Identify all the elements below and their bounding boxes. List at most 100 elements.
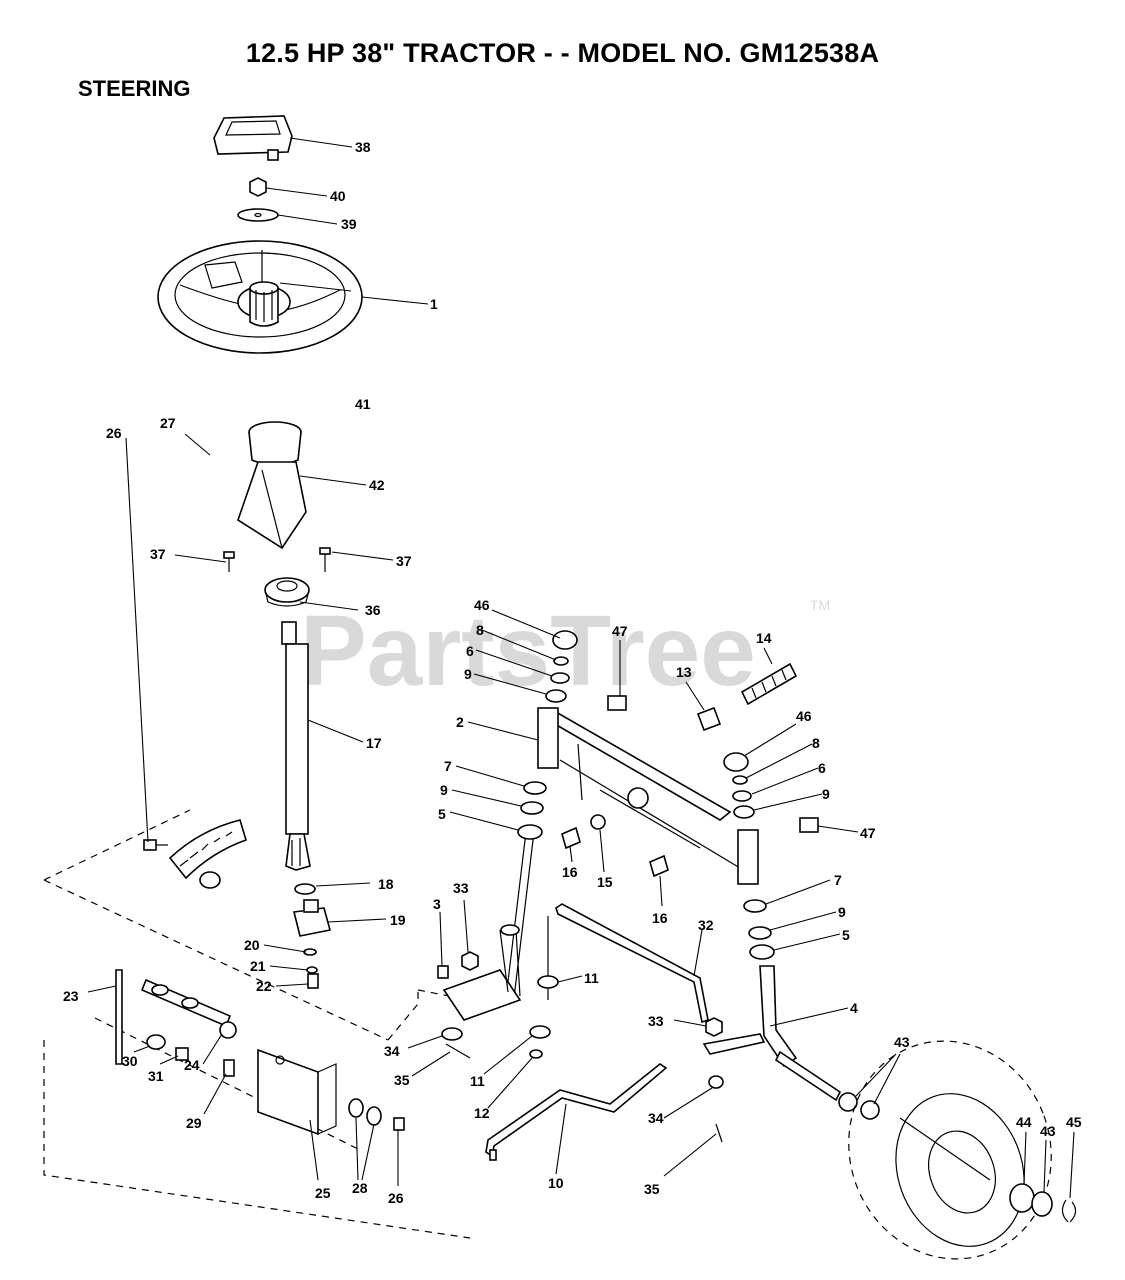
part-47-fitting-b[interactable] bbox=[799, 817, 819, 833]
part-42-steering-housing[interactable] bbox=[237, 421, 307, 550]
part-7-washer-left[interactable] bbox=[523, 781, 547, 795]
part-19-pinion-gear[interactable] bbox=[293, 899, 331, 937]
part-2-spindle-left[interactable] bbox=[505, 707, 559, 999]
callout-3: 3 bbox=[433, 896, 441, 912]
part-46-cap-left[interactable] bbox=[552, 630, 578, 650]
part-5-bushing-right[interactable] bbox=[749, 944, 775, 960]
part-3-axle-bracket[interactable] bbox=[437, 924, 522, 1021]
part-4-spindle-right[interactable] bbox=[737, 829, 842, 1102]
part-40-nut[interactable] bbox=[249, 177, 267, 197]
part-16-bushing-b[interactable] bbox=[649, 854, 669, 878]
part-35-pin-b[interactable] bbox=[715, 1123, 723, 1143]
part-34-washer-a[interactable] bbox=[441, 1027, 463, 1041]
part-16-bushing-a[interactable] bbox=[561, 826, 581, 850]
callout-25: 25 bbox=[315, 1185, 331, 1201]
part-46-cap-right[interactable] bbox=[723, 752, 749, 772]
watermark-trademark: TM bbox=[810, 597, 830, 613]
part-6-washer-right[interactable] bbox=[732, 790, 752, 802]
axle-pin[interactable] bbox=[577, 743, 583, 801]
axle-pivot[interactable] bbox=[627, 787, 649, 809]
part-38-steering-cap[interactable] bbox=[213, 115, 293, 161]
part-27-steering-gear[interactable] bbox=[168, 819, 247, 889]
part-8-ring-left[interactable] bbox=[553, 656, 569, 666]
part-36-bushing[interactable] bbox=[264, 577, 310, 607]
part-9-washer-left-b[interactable] bbox=[520, 801, 544, 815]
callout-9-right-b: 9 bbox=[838, 904, 846, 920]
callout-23: 23 bbox=[63, 988, 79, 1004]
part-13-spacer[interactable] bbox=[696, 706, 722, 732]
callout-17: 17 bbox=[366, 735, 382, 751]
part-14-bolt[interactable] bbox=[740, 662, 798, 706]
part-39-washer[interactable] bbox=[237, 208, 279, 222]
part-47-fitting-a[interactable] bbox=[607, 695, 627, 711]
callout-1: 1 bbox=[430, 296, 438, 312]
callout-7-right: 7 bbox=[834, 872, 842, 888]
part-30-washer[interactable] bbox=[146, 1034, 166, 1050]
steering-arm-right[interactable] bbox=[702, 1033, 766, 1055]
part-10-tie-rod[interactable] bbox=[485, 1063, 668, 1161]
callout-16-left: 16 bbox=[562, 864, 578, 880]
callout-29: 29 bbox=[186, 1115, 202, 1131]
part-18-washer[interactable] bbox=[294, 883, 316, 895]
part-22-bolt[interactable] bbox=[307, 973, 319, 989]
callout-6-right: 6 bbox=[818, 760, 826, 776]
callout-27: 27 bbox=[160, 415, 176, 431]
part-9-washer-left-a[interactable] bbox=[545, 689, 567, 703]
part-41-steering-adapter[interactable] bbox=[249, 281, 279, 327]
part-6-washer-left[interactable] bbox=[550, 672, 570, 684]
callout-47-left: 47 bbox=[612, 623, 628, 639]
part-26-bolt[interactable] bbox=[143, 839, 168, 851]
callout-13: 13 bbox=[676, 664, 692, 680]
callout-44: 44 bbox=[1016, 1114, 1032, 1130]
part-34-washer-b[interactable] bbox=[708, 1075, 724, 1089]
part-29-bolt[interactable] bbox=[223, 1059, 235, 1077]
part-9-washer-right-b[interactable] bbox=[748, 926, 772, 940]
callout-37-right: 37 bbox=[396, 553, 412, 569]
part-45-retaining-ring[interactable] bbox=[1061, 1199, 1077, 1223]
part-11-washer-a[interactable] bbox=[537, 975, 559, 989]
part-23-steering-shaft-lower[interactable] bbox=[115, 969, 232, 1065]
callout-labels: 38 40 39 1 41 42 37 37 36 17 27 26 18 19… bbox=[63, 139, 1082, 1206]
callout-36: 36 bbox=[365, 602, 381, 618]
part-43-washer-a[interactable] bbox=[838, 1092, 858, 1112]
part-44-washer[interactable] bbox=[1009, 1183, 1035, 1213]
callout-10: 10 bbox=[548, 1175, 564, 1191]
section-heading: STEERING bbox=[78, 76, 191, 101]
part-11-washer-b[interactable] bbox=[529, 1025, 551, 1039]
part-24-bushing[interactable] bbox=[219, 1021, 237, 1039]
part-28-washers[interactable] bbox=[348, 1098, 382, 1126]
part-8-ring-right[interactable] bbox=[732, 775, 748, 785]
part-25-bracket[interactable] bbox=[257, 1048, 337, 1136]
part-35-pin-a[interactable] bbox=[445, 1043, 471, 1059]
callout-31: 31 bbox=[148, 1068, 164, 1084]
part-32-drag-link[interactable] bbox=[547, 903, 709, 1024]
watermark: PartsTree TM bbox=[300, 595, 830, 707]
part-43-washer-c[interactable] bbox=[1031, 1191, 1053, 1217]
callout-8-left: 8 bbox=[476, 622, 484, 638]
callout-38: 38 bbox=[355, 139, 371, 155]
part-9-washer-right-a[interactable] bbox=[733, 805, 755, 819]
part-5-bushing-left[interactable] bbox=[517, 824, 543, 840]
callout-20: 20 bbox=[244, 937, 260, 953]
callout-11-lower: 11 bbox=[470, 1073, 485, 1089]
part-43-washer-b[interactable] bbox=[860, 1100, 880, 1120]
part-12-cotter-pin[interactable] bbox=[529, 1049, 543, 1059]
front-wheel-tire[interactable] bbox=[818, 1012, 1081, 1280]
part-7-washer-right[interactable] bbox=[743, 899, 767, 913]
part-15-bolt[interactable] bbox=[590, 814, 606, 830]
frame-outline bbox=[43, 809, 471, 1239]
part-21-washer[interactable] bbox=[306, 966, 318, 974]
part-31-nut[interactable] bbox=[175, 1047, 189, 1061]
callout-37-left: 37 bbox=[150, 546, 166, 562]
part-17-steering-shaft[interactable] bbox=[281, 621, 311, 871]
part-37-screw-left[interactable] bbox=[223, 551, 235, 572]
callout-46-left: 46 bbox=[474, 597, 490, 613]
callout-14: 14 bbox=[756, 630, 772, 646]
part-33-nut-a[interactable] bbox=[461, 951, 479, 971]
callout-24: 24 bbox=[184, 1057, 200, 1073]
part-33-nut-b[interactable] bbox=[705, 1017, 723, 1037]
part-37-screw-right[interactable] bbox=[319, 547, 331, 572]
part-26-bolt-lower[interactable] bbox=[393, 1117, 405, 1131]
